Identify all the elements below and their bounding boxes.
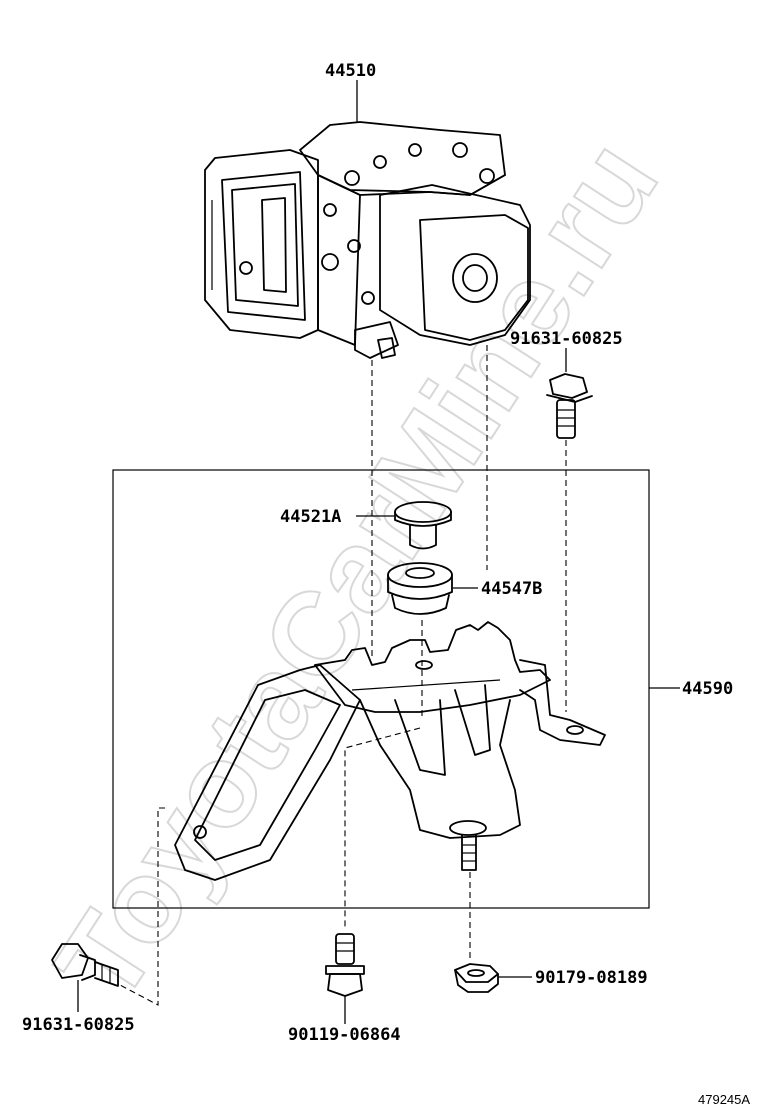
bolt-bottom-left-part[interactable]	[51, 943, 119, 987]
label-91631-60825-top: 91631-60825	[510, 329, 623, 349]
nut-part[interactable]	[454, 963, 499, 993]
bolt-top-right-part[interactable]	[546, 373, 593, 439]
label-44547b: 44547B	[481, 579, 542, 599]
label-90179-08189: 90179-08189	[535, 968, 648, 988]
bracket-assembly-frame	[112, 469, 650, 909]
label-44590: 44590	[682, 679, 733, 699]
bracket-part[interactable]	[174, 621, 606, 881]
collar-part[interactable]	[394, 501, 452, 550]
label-90119-06864: 90119-06864	[288, 1025, 401, 1045]
label-44510: 44510	[325, 61, 376, 81]
cushion-part[interactable]	[387, 562, 453, 615]
label-44521a: 44521A	[280, 507, 341, 527]
label-91631-60825-bottom: 91631-60825	[22, 1015, 135, 1035]
bolt-bottom-center-part[interactable]	[325, 933, 365, 997]
abs-actuator-part[interactable]	[204, 121, 531, 359]
figure-id: 479245A	[698, 1092, 750, 1107]
